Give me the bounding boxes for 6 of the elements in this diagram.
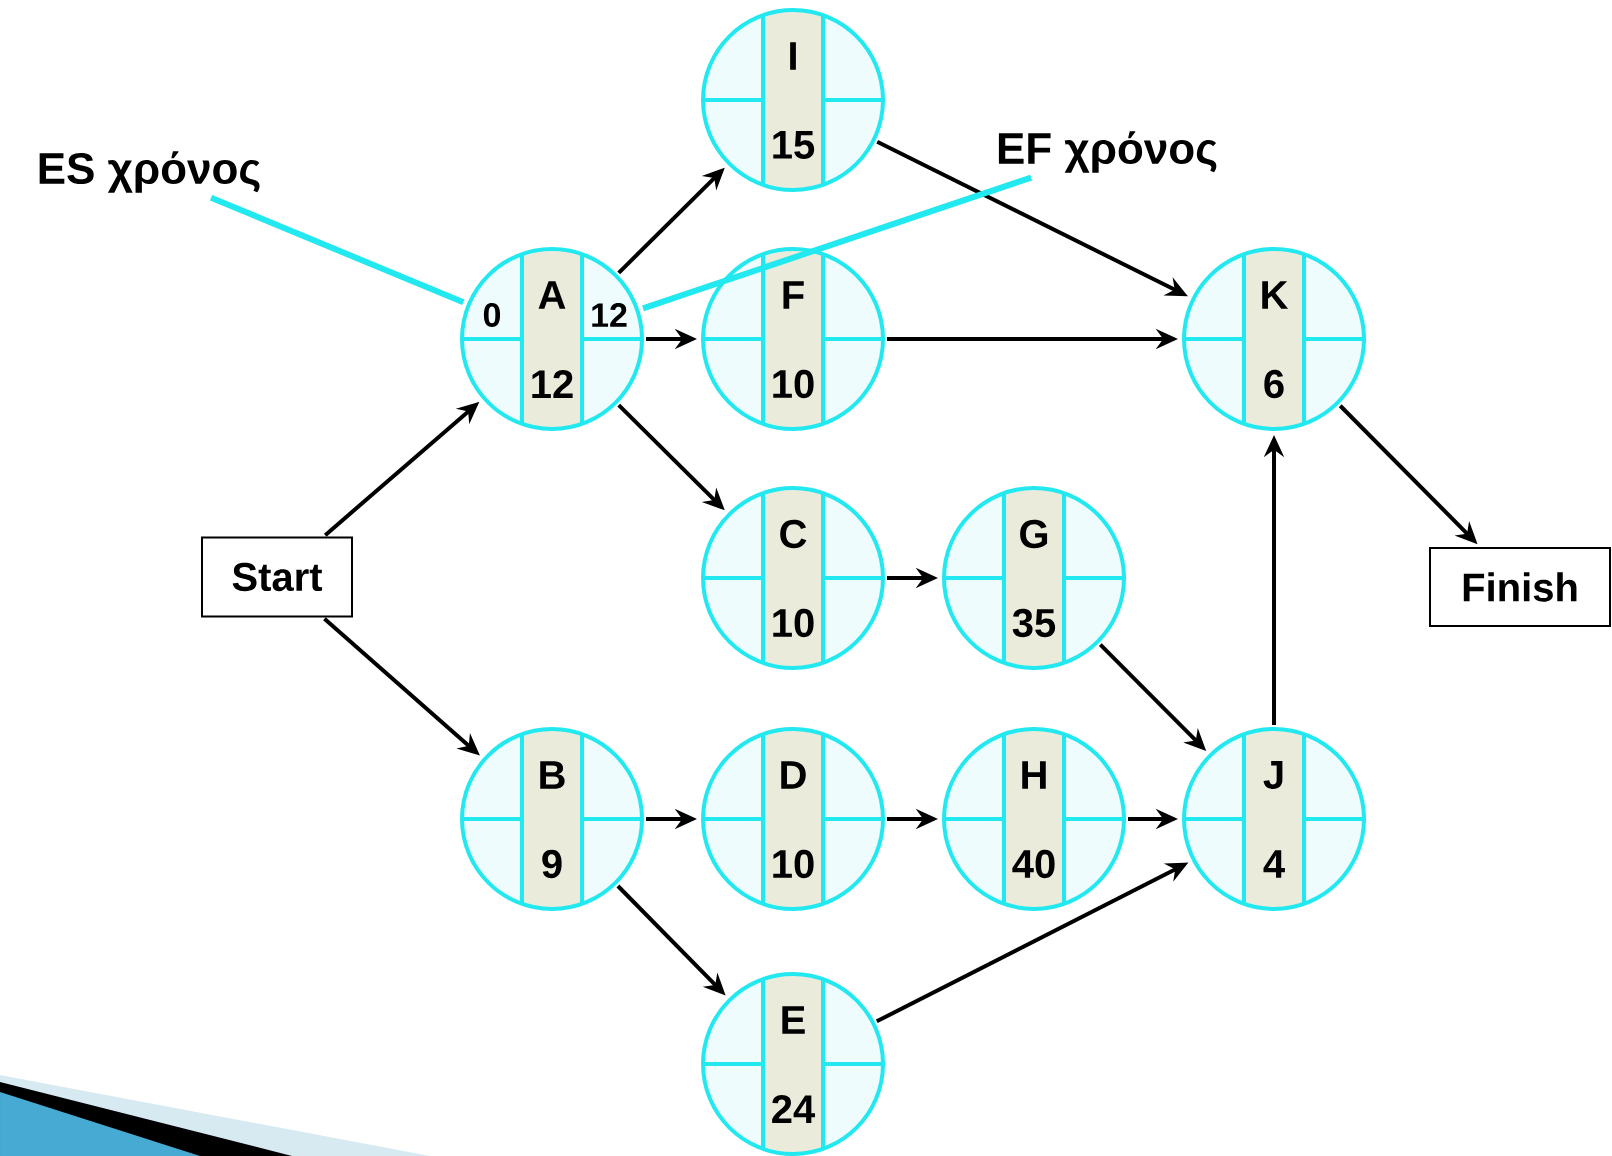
leader-line — [209, 194, 465, 305]
terminal-box: Finish — [1429, 547, 1611, 627]
terminal-box: Start — [201, 536, 353, 618]
leader-line — [642, 174, 1033, 312]
annotation-text: EF χρόνος — [998, 131, 1217, 173]
annotation-text: ES χρόνος — [39, 151, 260, 193]
